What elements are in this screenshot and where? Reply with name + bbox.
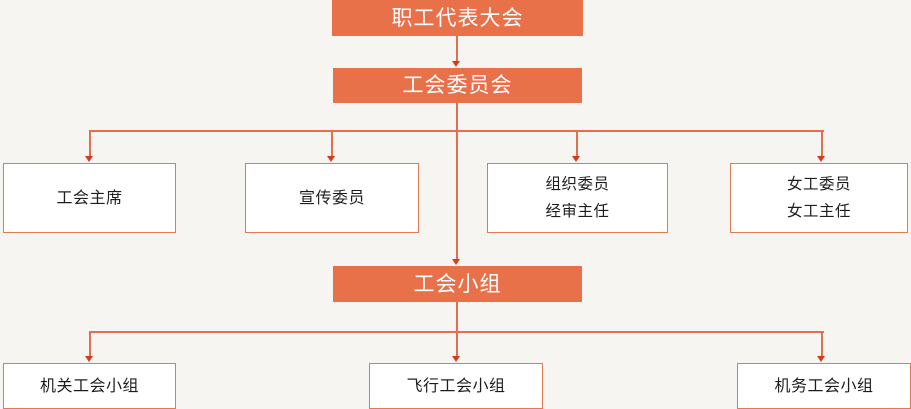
arrow-bus-to-publicity <box>327 156 335 162</box>
node-organization-label-line1: 组织委员 <box>545 174 610 193</box>
node-committee[interactable]: 工会委员会 <box>333 68 582 103</box>
arrow-congress-to-committee <box>452 61 460 67</box>
connector-bus-to-group-maintenance <box>821 331 823 358</box>
connector-bus-to-publicity <box>331 130 333 158</box>
node-congress-label: 职工代表大会 <box>391 5 524 30</box>
node-group-flight-label: 飞行工会小组 <box>406 376 506 396</box>
arrow-bus-to-group-flight <box>452 356 460 362</box>
arrow-bus-to-organization <box>572 156 580 162</box>
node-women-label-line2: 女工主任 <box>786 202 851 220</box>
node-organization-label-line2: 经审主任 <box>545 202 610 220</box>
connector-bus-to-women <box>821 130 823 158</box>
node-publicity-label: 宣传委员 <box>298 188 365 208</box>
connector-union-group-stem <box>456 302 458 332</box>
connector-bus-to-organization <box>576 130 578 158</box>
connector-bus-to-group-admin <box>89 331 91 358</box>
connector-committee-stem <box>456 103 458 131</box>
node-group-flight[interactable]: 飞行工会小组 <box>369 363 543 409</box>
connector-congress-to-committee <box>456 36 458 62</box>
node-women[interactable]: 女工委员 女工主任 <box>730 163 908 233</box>
node-committee-label: 工会委员会 <box>402 73 513 98</box>
node-group-maintenance[interactable]: 机务工会小组 <box>737 363 911 409</box>
node-group-admin[interactable]: 机关工会小组 <box>3 363 176 409</box>
connector-committee-to-union-group <box>456 130 458 260</box>
arrow-committee-to-union-group <box>452 259 460 265</box>
connector-bus-to-group-flight <box>456 331 458 358</box>
node-group-maintenance-label: 机务工会小组 <box>774 376 874 396</box>
arrow-bus-to-women <box>817 156 825 162</box>
connector-bus-to-chairman <box>89 130 91 158</box>
node-union-group[interactable]: 工会小组 <box>333 266 582 302</box>
node-chairman-label: 工会主席 <box>56 188 123 208</box>
node-chairman[interactable]: 工会主席 <box>3 163 176 233</box>
node-organization[interactable]: 组织委员 经审主任 <box>487 163 668 233</box>
node-women-label-line1: 女工委员 <box>786 174 851 193</box>
arrow-bus-to-chairman <box>85 156 93 162</box>
node-congress[interactable]: 职工代表大会 <box>332 0 583 36</box>
node-group-admin-label: 机关工会小组 <box>39 376 139 396</box>
arrow-bus-to-group-admin <box>85 356 93 362</box>
node-union-group-label: 工会小组 <box>413 271 502 296</box>
node-publicity[interactable]: 宣传委员 <box>245 163 419 233</box>
arrow-bus-to-group-maintenance <box>817 356 825 362</box>
